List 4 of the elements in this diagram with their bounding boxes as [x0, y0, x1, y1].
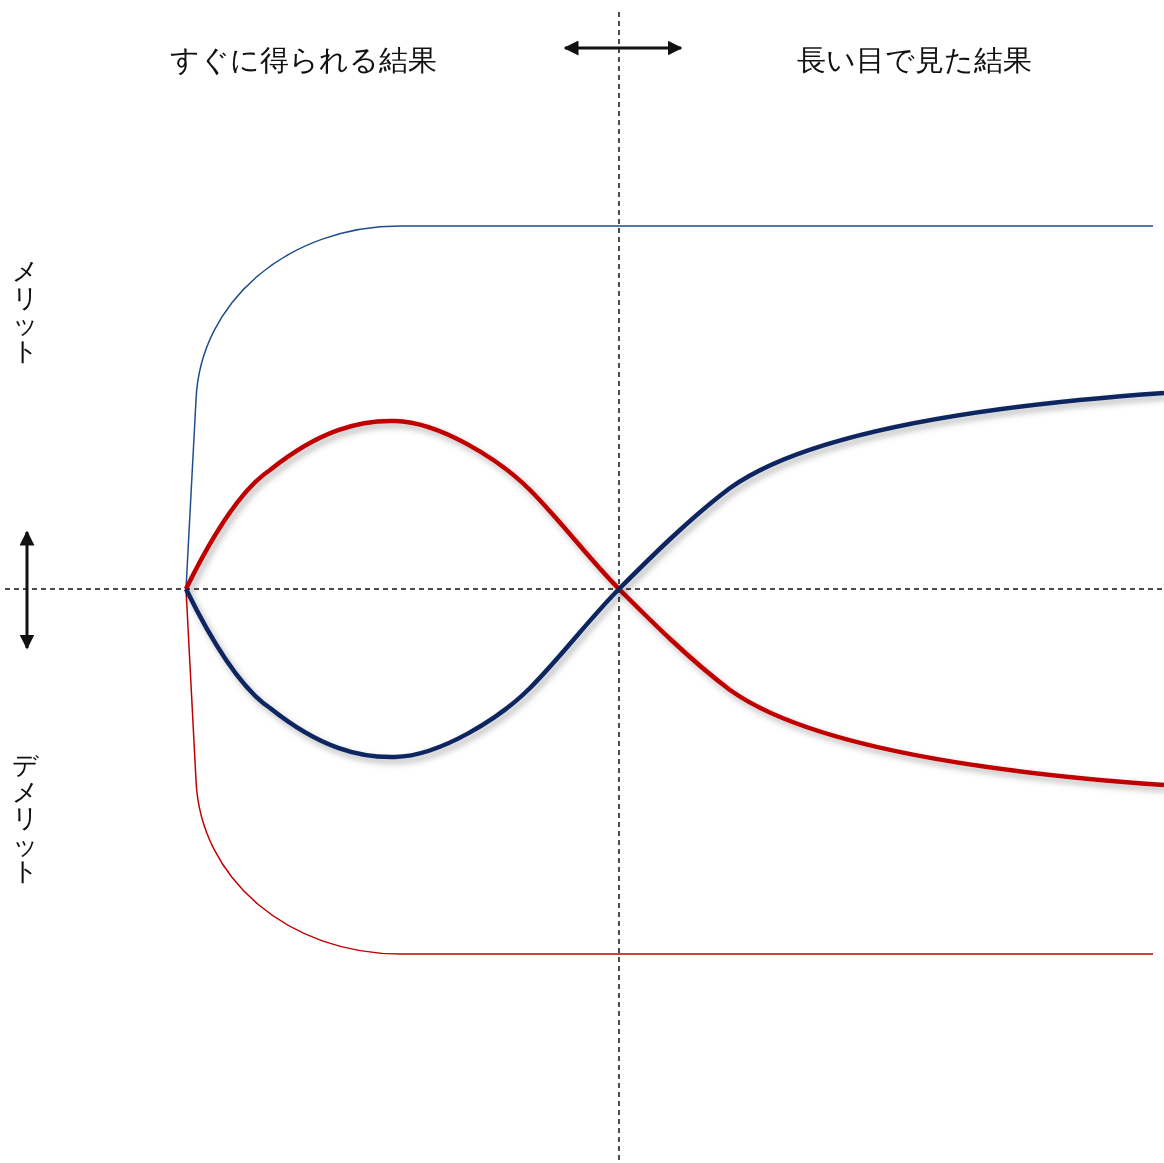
- axis-label: メリット: [12, 258, 38, 365]
- axis-label: デメリット: [12, 752, 38, 885]
- heading: すぐに得られる結果: [170, 46, 437, 75]
- heading: 長い目で見た結果: [797, 46, 1032, 75]
